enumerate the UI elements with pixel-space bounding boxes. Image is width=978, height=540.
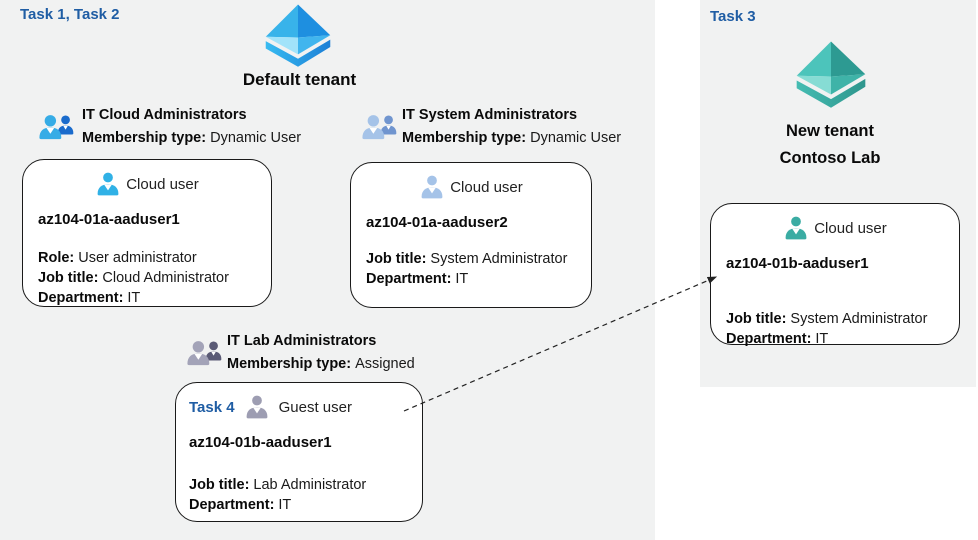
job-line: Job title:Cloud Administrator xyxy=(38,268,256,288)
job-line: Job title:Lab Administrator xyxy=(189,475,407,495)
membership-line: Membership type:Dynamic User xyxy=(402,127,621,150)
user-details: Job title:Lab Administrator Department:I… xyxy=(189,475,407,515)
dept-value: IT xyxy=(278,497,292,513)
job-value: System Administrator xyxy=(430,251,568,267)
username: az104-01b-aaduser1 xyxy=(726,255,869,272)
role-value: User administrator xyxy=(78,250,197,266)
job-line: Job title:System Administrator xyxy=(726,309,944,329)
cloud-user-icon xyxy=(421,175,443,199)
group-header-lab-admins: IT Lab Administrators Membership type:As… xyxy=(227,330,415,376)
group-icon-lab-admins xyxy=(187,341,222,366)
user-card-new-tenant: Cloud user az104-01b-aaduser1 Job title:… xyxy=(710,203,960,347)
azure-ad-icon-blue xyxy=(265,4,331,67)
job-label: Job title: xyxy=(38,270,99,286)
user-type-label: Guest user xyxy=(278,398,352,416)
dept-line: Department:IT xyxy=(366,269,576,289)
membership-label: Membership type: xyxy=(82,130,207,146)
task-3-label: Task 3 xyxy=(710,8,756,25)
membership-label: Membership type: xyxy=(402,130,527,146)
guest-user-icon xyxy=(246,395,267,419)
dept-label: Department: xyxy=(189,497,275,513)
membership-line: Membership type:Dynamic User xyxy=(82,127,301,150)
job-label: Job title: xyxy=(189,477,250,493)
username: az104-01a-aaduser1 xyxy=(38,211,180,228)
job-value: Cloud Administrator xyxy=(102,270,229,286)
membership-value: Assigned xyxy=(355,356,415,372)
dept-line: Department:IT xyxy=(189,495,407,515)
new-tenant-title: New tenant Contoso Lab xyxy=(740,118,920,172)
user-type-label: Cloud user xyxy=(450,178,523,196)
job-value: Lab Administrator xyxy=(253,477,367,493)
group-name: IT Cloud Administrators xyxy=(82,107,247,123)
new-tenant-line1: New tenant xyxy=(785,122,874,140)
group-icon-system-admins xyxy=(362,115,397,140)
user-details: Role:User administrator Job title:Cloud … xyxy=(38,248,256,308)
username: az104-01b-aaduser1 xyxy=(189,434,332,451)
dept-value: IT xyxy=(127,290,141,306)
job-line: Job title:System Administrator xyxy=(366,249,576,269)
user-type-label: Cloud user xyxy=(126,175,199,193)
group-icon-cloud-admins xyxy=(39,115,74,140)
task-1-2-label: Task 1, Task 2 xyxy=(20,6,120,23)
card-header: Task 4 Guest user xyxy=(189,391,407,423)
default-tenant-title: Default tenant xyxy=(242,70,357,89)
card-header: Cloud user xyxy=(38,168,256,200)
new-tenant-line2: Contoso Lab xyxy=(779,149,881,167)
group-header-cloud-admins: IT Cloud Administrators Membership type:… xyxy=(82,104,301,150)
user-details: Job title:System Administrator Departmen… xyxy=(726,309,944,349)
role-label: Role: xyxy=(38,250,75,266)
job-value: System Administrator xyxy=(790,311,928,327)
dept-line: Department:IT xyxy=(726,329,944,349)
task-4-label: Task 4 xyxy=(189,398,235,416)
user-type-label: Cloud user xyxy=(814,219,887,237)
dept-value: IT xyxy=(455,271,469,287)
cloud-user-icon xyxy=(97,172,119,196)
membership-value: Dynamic User xyxy=(530,130,622,146)
dept-label: Department: xyxy=(726,331,812,347)
user-details: Job title:System Administrator Departmen… xyxy=(366,249,576,289)
user-card-aaduser2: Cloud user az104-01a-aaduser2 Job title:… xyxy=(350,162,592,308)
membership-value: Dynamic User xyxy=(210,130,302,146)
role-line: Role:User administrator xyxy=(38,248,256,268)
group-name: IT Lab Administrators xyxy=(227,333,377,349)
group-header-system-admins: IT System Administrators Membership type… xyxy=(402,104,621,150)
user-card-aaduser1: Cloud user az104-01a-aaduser1 Role:User … xyxy=(22,159,272,307)
card-header: Cloud user xyxy=(726,212,944,244)
dept-value: IT xyxy=(815,331,829,347)
membership-line: Membership type:Assigned xyxy=(227,353,415,376)
guest-user-card: Task 4 Guest user az104-01b-aaduser1 Job… xyxy=(175,382,423,522)
group-name: IT System Administrators xyxy=(402,107,578,123)
username: az104-01a-aaduser2 xyxy=(366,214,508,231)
card-header: Cloud user xyxy=(366,171,576,203)
job-label: Job title: xyxy=(726,311,787,327)
membership-label: Membership type: xyxy=(227,356,352,372)
dept-line: Department:IT xyxy=(38,288,256,308)
job-label: Job title: xyxy=(366,251,427,267)
azure-ad-icon-teal xyxy=(796,41,866,108)
dept-label: Department: xyxy=(38,290,124,306)
cloud-user-icon xyxy=(785,216,807,240)
dept-label: Department: xyxy=(366,271,452,287)
